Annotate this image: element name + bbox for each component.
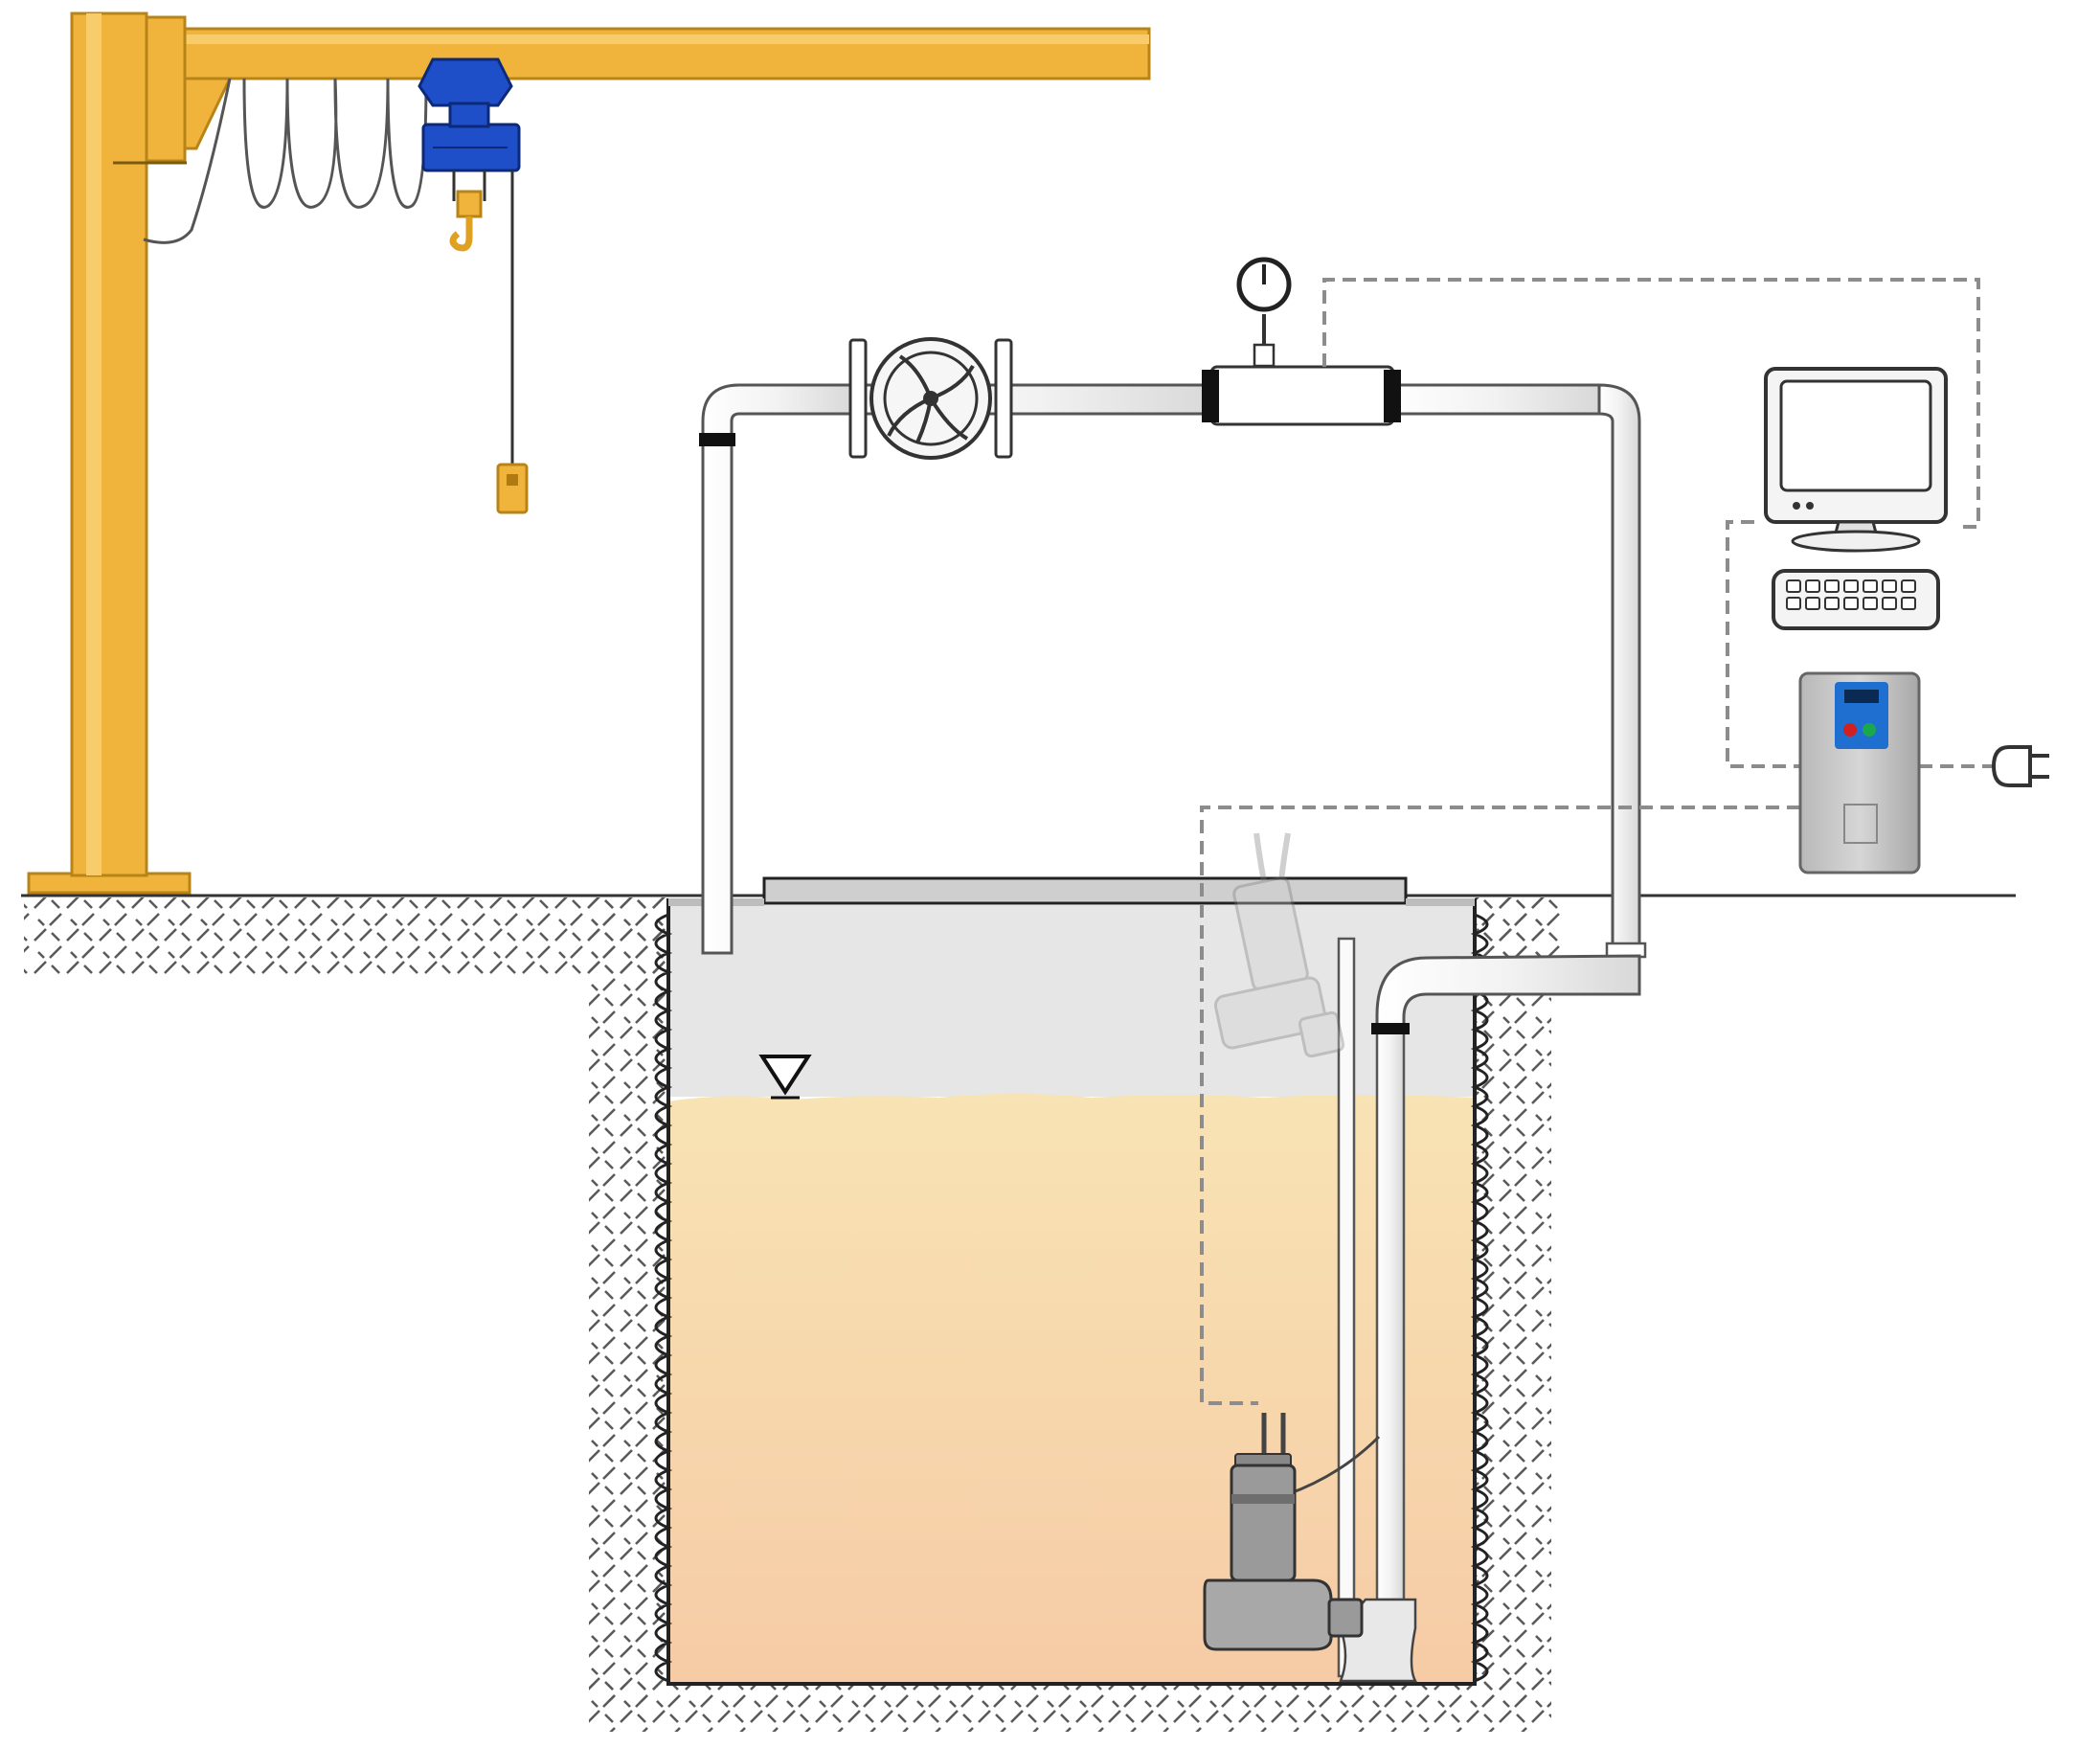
pump-cable	[1261, 1413, 1286, 1456]
valve-flange-left	[848, 338, 868, 459]
ground	[21, 894, 2016, 1732]
left-riser-coupling	[699, 433, 735, 446]
top-pipe-right	[1387, 383, 1601, 416]
well-inlet-pipe	[1375, 954, 1641, 1027]
well-floor-hatch	[589, 1684, 1551, 1732]
ground-hatch-left	[24, 897, 670, 974]
well-rim-right	[1406, 898, 1475, 906]
right-riser-pipe	[1597, 383, 1641, 950]
inverter-to-pump-line	[1200, 806, 1800, 1405]
valve-wheel-spokes	[887, 354, 975, 443]
well-wall-right-bumps	[1470, 913, 1489, 1683]
flow-meter-assembly	[1202, 257, 1401, 426]
hoist-icon	[418, 57, 521, 172]
valve-wheel-inner	[883, 351, 979, 446]
left-riser-pipe	[701, 383, 856, 955]
valve-flange-right	[994, 338, 1013, 459]
crane-bracket	[183, 77, 233, 150]
flowmeter-icon	[1209, 365, 1395, 426]
submersible-pump	[1203, 1413, 1381, 1651]
festoon-cable	[143, 78, 428, 244]
crane-collar	[145, 15, 187, 163]
monitor-button	[1793, 502, 1800, 510]
jib-crane	[27, 11, 1151, 895]
frequency-inverter	[1798, 671, 1921, 874]
gauge-stem-block	[1253, 343, 1276, 368]
wet-well	[654, 876, 1489, 1686]
pendant-button	[507, 474, 518, 486]
inverter-display	[1844, 690, 1879, 703]
inverter-green-button	[1863, 723, 1876, 737]
monitor-screen	[1779, 379, 1932, 492]
pump-volute	[1203, 1578, 1333, 1651]
pump-ghost-icon	[1213, 832, 1345, 1058]
computer	[1764, 367, 1948, 630]
keyboard-keys	[1786, 579, 1916, 610]
well-wall-left-bumps	[654, 913, 673, 1683]
computer-to-inverter-line	[1726, 520, 1800, 768]
pendant-icon	[496, 463, 529, 514]
water-level-triangle-icon	[758, 1055, 812, 1096]
discharge-column-coupling	[1371, 1023, 1410, 1034]
monitor-base	[1791, 530, 1921, 553]
power-plug	[1991, 745, 2049, 787]
hook-icon	[449, 216, 473, 252]
pump-power-cable	[1287, 1435, 1381, 1496]
well-cover	[762, 876, 1408, 905]
crane-boom-highlight	[163, 34, 1149, 44]
inverter-icon	[1798, 671, 1921, 874]
plug-icon	[1991, 745, 2032, 787]
flowmeter-band-left	[1202, 370, 1219, 422]
gate-valve	[848, 337, 1013, 460]
valve-hub	[923, 391, 938, 406]
crane-column-highlight	[86, 13, 102, 875]
well-wall-hatch-right	[1475, 897, 1551, 1702]
discharge-column-pipe	[1375, 1023, 1406, 1601]
pump-motor	[1230, 1464, 1297, 1582]
inverter-red-button	[1843, 723, 1857, 737]
inverter-vents	[1843, 804, 1878, 844]
monitor-button-2	[1806, 502, 1814, 510]
hook-block	[456, 190, 483, 218]
discharge-piping	[699, 383, 1647, 1683]
pump-motor-band	[1231, 1494, 1295, 1504]
crane-column	[70, 11, 148, 877]
flowmeter-to-computer-line	[1322, 278, 1980, 529]
well-wall-hatch-left	[589, 897, 670, 1702]
flowmeter-band-right	[1384, 370, 1401, 422]
pump-discharge	[1327, 1598, 1364, 1638]
